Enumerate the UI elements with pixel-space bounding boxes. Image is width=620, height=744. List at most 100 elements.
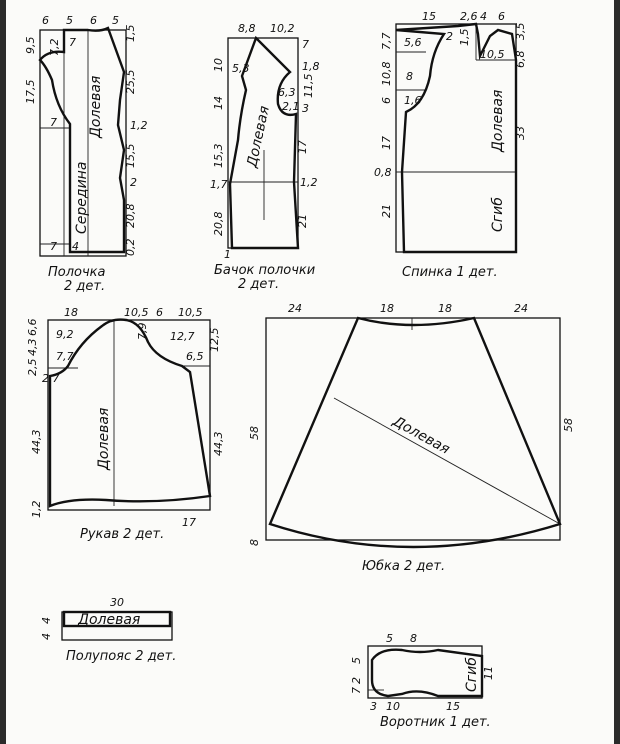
- dim-label: 24: [288, 302, 302, 315]
- dim-label: 17: [296, 140, 309, 154]
- dim-label: 8: [406, 70, 413, 83]
- rukav-outline: [48, 318, 212, 508]
- dim-label: 7: [350, 687, 363, 694]
- spinka-outline: [395, 22, 518, 254]
- dim-label: 1,6: [404, 94, 422, 107]
- dim-label: 15: [446, 700, 460, 713]
- piece-caption: Спинка 1 дет.: [402, 265, 498, 280]
- dim-label: 21: [380, 204, 393, 218]
- dim-label: 5,6: [404, 36, 422, 49]
- dim-label: 7,9: [136, 323, 149, 341]
- dim-label: 15,3: [212, 144, 225, 169]
- dim-label: 7: [50, 116, 57, 129]
- dim-label: 18: [438, 302, 452, 315]
- dim-label: 58: [248, 426, 261, 440]
- piece-caption: 2 дет.: [64, 279, 105, 294]
- dim-label: 3,5: [514, 23, 527, 41]
- piece-yubka: 24 18 18 24 58 58 8 Долевая Юбка 2 дет.: [248, 302, 575, 574]
- dim-label: 0,8: [374, 166, 392, 179]
- dim-label: 18: [380, 302, 394, 315]
- dim-label: 10: [212, 58, 225, 72]
- vorotnik-outline: [370, 648, 484, 698]
- dim-label: 6: [42, 14, 49, 27]
- dim-label: 58: [562, 418, 575, 432]
- dim-label: 3: [370, 700, 377, 713]
- dim-label: 10,5: [124, 306, 149, 319]
- dim-label: 14: [212, 96, 225, 110]
- yubka-outline: [268, 316, 562, 549]
- dim-label: 1,5: [124, 25, 137, 43]
- dim-label: 1,2: [300, 176, 318, 189]
- dim-label: 7: [50, 240, 57, 253]
- dim-label: 11,5: [302, 74, 315, 99]
- dim-label: 5: [350, 657, 363, 664]
- dim-label: 2,1: [282, 100, 300, 113]
- dim-label: 20,8: [124, 204, 137, 229]
- dim-label: 17: [380, 136, 393, 150]
- dim-label: 9,2: [56, 328, 74, 341]
- dim-label: 1,2: [130, 119, 148, 132]
- dim-label: 2,7: [42, 372, 60, 385]
- dim-label: 2: [130, 176, 137, 189]
- pattern-drawing: 6 5 6 5 9,5 7,2 7 1,5 25,5 17,5 7 1,2 15…: [24, 10, 575, 730]
- dim-label: 6: [156, 306, 163, 319]
- dim-label: 1: [224, 248, 231, 261]
- dim-label: 6,8: [514, 51, 527, 69]
- fold-label: Сгиб: [490, 197, 506, 232]
- dim-label: 44,3: [30, 430, 43, 455]
- dim-label: 6: [498, 10, 505, 23]
- dim-label: 4,3: [26, 339, 39, 357]
- dim-label: 2: [350, 677, 363, 684]
- piece-bachok: 8,8 10,2 10 7 5,3 1,8 6,3 11,5 14 2,1 3 …: [210, 22, 320, 292]
- dim-label: 1,5: [458, 29, 471, 47]
- grain-label: Долевая: [77, 612, 140, 628]
- dim-label: 5,3: [232, 62, 250, 75]
- center-label: Середина: [74, 162, 90, 234]
- fold-label: Сгиб: [464, 657, 480, 692]
- dim-label: 8,8: [238, 22, 256, 35]
- dim-label: 24: [514, 302, 528, 315]
- dim-label: 21: [296, 214, 309, 228]
- dim-label: 15: [422, 10, 436, 23]
- dim-label: 25,5: [124, 70, 137, 95]
- dim-label: 10,2: [270, 22, 295, 35]
- dim-label: 8: [248, 539, 261, 546]
- piece-caption: Полочка: [48, 265, 106, 280]
- dim-label: 17,5: [24, 80, 37, 105]
- dim-label: 10,5: [480, 48, 505, 61]
- dim-label: 2: [446, 30, 453, 43]
- piece-caption: Воротник 1 дет.: [380, 715, 491, 730]
- dim-label: 6,5: [186, 350, 204, 363]
- dim-label: 7,2: [48, 39, 61, 57]
- dim-label: 11: [482, 666, 495, 680]
- dim-label: 8: [410, 632, 417, 645]
- dim-label: 4: [72, 240, 79, 253]
- dim-label: 5: [386, 632, 393, 645]
- dim-label: 33: [514, 126, 527, 140]
- rukav-frame: [47, 319, 211, 511]
- dim-label: 10,8: [380, 62, 393, 87]
- piece-polochka: 6 5 6 5 9,5 7,2 7 1,5 25,5 17,5 7 1,2 15…: [24, 14, 148, 294]
- dim-label: 6: [90, 14, 97, 27]
- grain-label: Долевая: [88, 76, 104, 139]
- dim-label: 44,3: [212, 432, 225, 457]
- grain-label: Долевая: [96, 408, 112, 471]
- dim-label: 5: [66, 14, 73, 27]
- dim-label: 0,2: [124, 239, 137, 257]
- dim-label: 5: [112, 14, 119, 27]
- dim-label: 15,5: [124, 144, 137, 169]
- dim-label: 17: [182, 516, 196, 529]
- bachok-outline: [228, 35, 300, 250]
- dim-label: 4: [40, 633, 53, 640]
- piece-caption: Юбка 2 дет.: [362, 559, 445, 574]
- piece-vorotnik: 5 8 5 2 7 11 3 10 15 Сгиб Воротник 1 дет…: [350, 632, 495, 730]
- grain-label: Долевая: [244, 105, 273, 170]
- dim-label: 3: [302, 102, 309, 115]
- dim-label: 1,7: [210, 178, 228, 191]
- dim-label: 7,7: [380, 33, 393, 51]
- dim-label: 4: [40, 617, 53, 624]
- yubka-frame: [265, 317, 561, 541]
- dim-label: 2,6: [460, 10, 478, 23]
- piece-spinka: 15 2,6 4 6 7,7 5,6 2 1,5 10,5 3,5 6,8 10…: [374, 10, 527, 280]
- grain-label: Долевая: [490, 90, 506, 153]
